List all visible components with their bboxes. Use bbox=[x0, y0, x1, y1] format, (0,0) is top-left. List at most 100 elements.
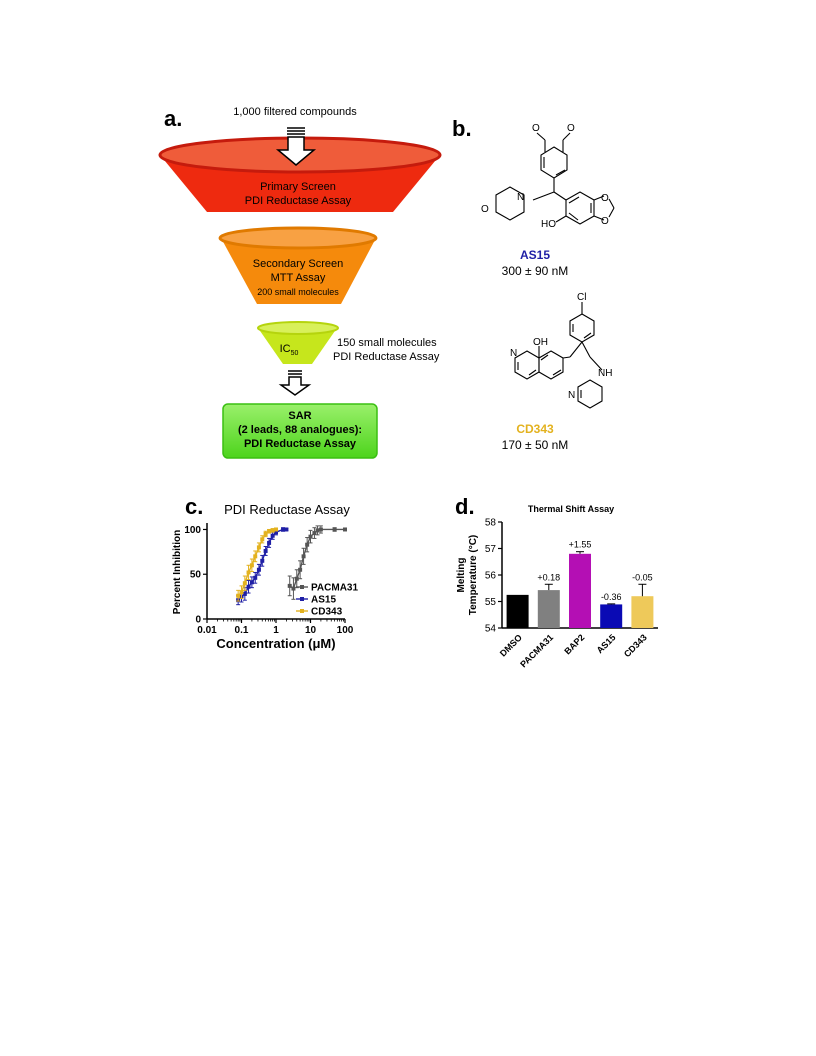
sar-box bbox=[222, 403, 378, 459]
data-point bbox=[249, 563, 254, 568]
data-point bbox=[287, 583, 292, 588]
legend-label: CD343 bbox=[311, 607, 343, 618]
svg-text:O: O bbox=[567, 123, 575, 134]
legend-marker bbox=[300, 597, 304, 601]
secondary-funnel bbox=[221, 238, 376, 304]
secondary-line2: MTT Assay bbox=[271, 272, 326, 284]
chart-c-y-tick-label: 100 bbox=[184, 525, 201, 536]
down-arrow-small-icon bbox=[278, 370, 312, 396]
bar-BAP2 bbox=[569, 553, 591, 628]
chart-d-y-tick-label: 57 bbox=[485, 544, 497, 555]
as15-structure: O O N O HO O O bbox=[481, 123, 615, 230]
data-point bbox=[332, 527, 337, 532]
as15-name: AS15 bbox=[519, 248, 551, 262]
bar-category-label: BAP2 bbox=[562, 632, 586, 656]
svg-text:N: N bbox=[510, 348, 517, 359]
svg-text:NH: NH bbox=[598, 368, 612, 379]
bar-CD343 bbox=[631, 596, 654, 628]
as15-value: 300 ± 90 nM bbox=[501, 264, 569, 278]
data-point bbox=[318, 527, 323, 532]
data-point bbox=[270, 528, 275, 533]
secondary-line3: 200 small molecules bbox=[257, 287, 339, 297]
data-point bbox=[256, 567, 261, 572]
data-point bbox=[305, 542, 310, 547]
sar-line1: SAR bbox=[288, 410, 311, 422]
chart-c-x-tick-label: 0.1 bbox=[235, 625, 249, 636]
data-point bbox=[246, 584, 251, 589]
data-point bbox=[270, 533, 275, 538]
chart-c-y-label: Percent Inhibition bbox=[172, 530, 183, 614]
data-point bbox=[260, 558, 265, 563]
data-point bbox=[315, 528, 320, 533]
data-point bbox=[274, 530, 278, 535]
svg-text:HO: HO bbox=[541, 219, 556, 230]
data-point bbox=[343, 527, 347, 532]
bar-value-label: -0.05 bbox=[632, 572, 653, 582]
primary-line2: PDI Reductase Assay bbox=[245, 195, 352, 207]
funnel-diagram: 1,000 filtered compounds Primary Screen … bbox=[158, 106, 442, 459]
bar-category-label: AS15 bbox=[595, 632, 618, 655]
ic50-side-line1: 150 small molecules bbox=[337, 337, 437, 349]
data-point bbox=[253, 554, 258, 559]
data-point bbox=[312, 531, 317, 536]
down-arrow-icon bbox=[275, 127, 317, 166]
data-point bbox=[301, 554, 306, 559]
data-point bbox=[274, 527, 278, 532]
ic50-side-line2: PDI Reductase Assay bbox=[333, 351, 440, 363]
data-point bbox=[246, 570, 251, 575]
panel-a-letter: a. bbox=[164, 106, 183, 131]
cd343-value: 170 ± 50 nM bbox=[501, 438, 569, 452]
data-point bbox=[298, 567, 303, 572]
bar-category-label: DMSO bbox=[498, 632, 524, 658]
data-point bbox=[242, 591, 247, 596]
chart-c-x-tick-label: 0.01 bbox=[197, 625, 217, 636]
secondary-line1: Secondary Screen bbox=[253, 258, 344, 270]
bar-value-label: +1.55 bbox=[569, 540, 592, 550]
secondary-funnel-rim bbox=[218, 226, 378, 250]
cd343-structure: Cl OH N NH N bbox=[510, 292, 612, 409]
sar-line2: (2 leads, 88 analogues): bbox=[238, 424, 362, 436]
data-point bbox=[308, 534, 313, 539]
bar-category-label: PACMA31 bbox=[518, 632, 555, 669]
svg-text:Cl: Cl bbox=[577, 292, 586, 303]
svg-text:N: N bbox=[517, 192, 524, 203]
chart-c-y-tick-label: 0 bbox=[195, 615, 201, 626]
data-point bbox=[267, 529, 272, 534]
input-label: 1,000 filtered compounds bbox=[233, 106, 357, 118]
ic50-funnel bbox=[258, 328, 337, 364]
legend-marker bbox=[300, 609, 304, 613]
chart-d-y-tick-label: 55 bbox=[485, 597, 497, 608]
data-point bbox=[249, 580, 254, 585]
chart-c-x-tick-label: 1 bbox=[273, 625, 279, 636]
data-point bbox=[263, 548, 268, 553]
svg-text:O: O bbox=[481, 204, 489, 215]
chart-d-y-tick-label: 54 bbox=[485, 624, 497, 635]
chart-c-x-tick-label: 100 bbox=[337, 625, 354, 636]
data-point bbox=[239, 590, 244, 595]
data-point bbox=[260, 537, 265, 542]
chart-c-x-label: Concentration (μM) bbox=[216, 636, 335, 651]
chart-c-y-tick-label: 50 bbox=[190, 570, 202, 581]
data-point bbox=[253, 575, 258, 580]
bar-PACMA31 bbox=[537, 590, 560, 628]
chart-d-y-tick-label: 56 bbox=[485, 571, 497, 582]
data-point bbox=[242, 581, 247, 586]
legend-marker bbox=[300, 585, 304, 589]
data-point bbox=[281, 527, 286, 532]
svg-text:O: O bbox=[532, 123, 540, 134]
data-point bbox=[267, 540, 272, 545]
data-point bbox=[284, 527, 289, 532]
cd343-name: CD343 bbox=[516, 422, 554, 436]
sar-line3: PDI Reductase Assay bbox=[244, 438, 357, 450]
svg-text:N: N bbox=[568, 390, 575, 401]
primary-line1: Primary Screen bbox=[260, 181, 336, 193]
bar-category-label: CD343 bbox=[622, 632, 649, 659]
svg-text:O: O bbox=[601, 193, 609, 204]
data-point bbox=[294, 576, 299, 581]
chart-d-y-tick-label: 58 bbox=[485, 518, 497, 529]
bar-DMSO bbox=[506, 594, 529, 628]
panel-c-letter: c. bbox=[185, 494, 204, 519]
